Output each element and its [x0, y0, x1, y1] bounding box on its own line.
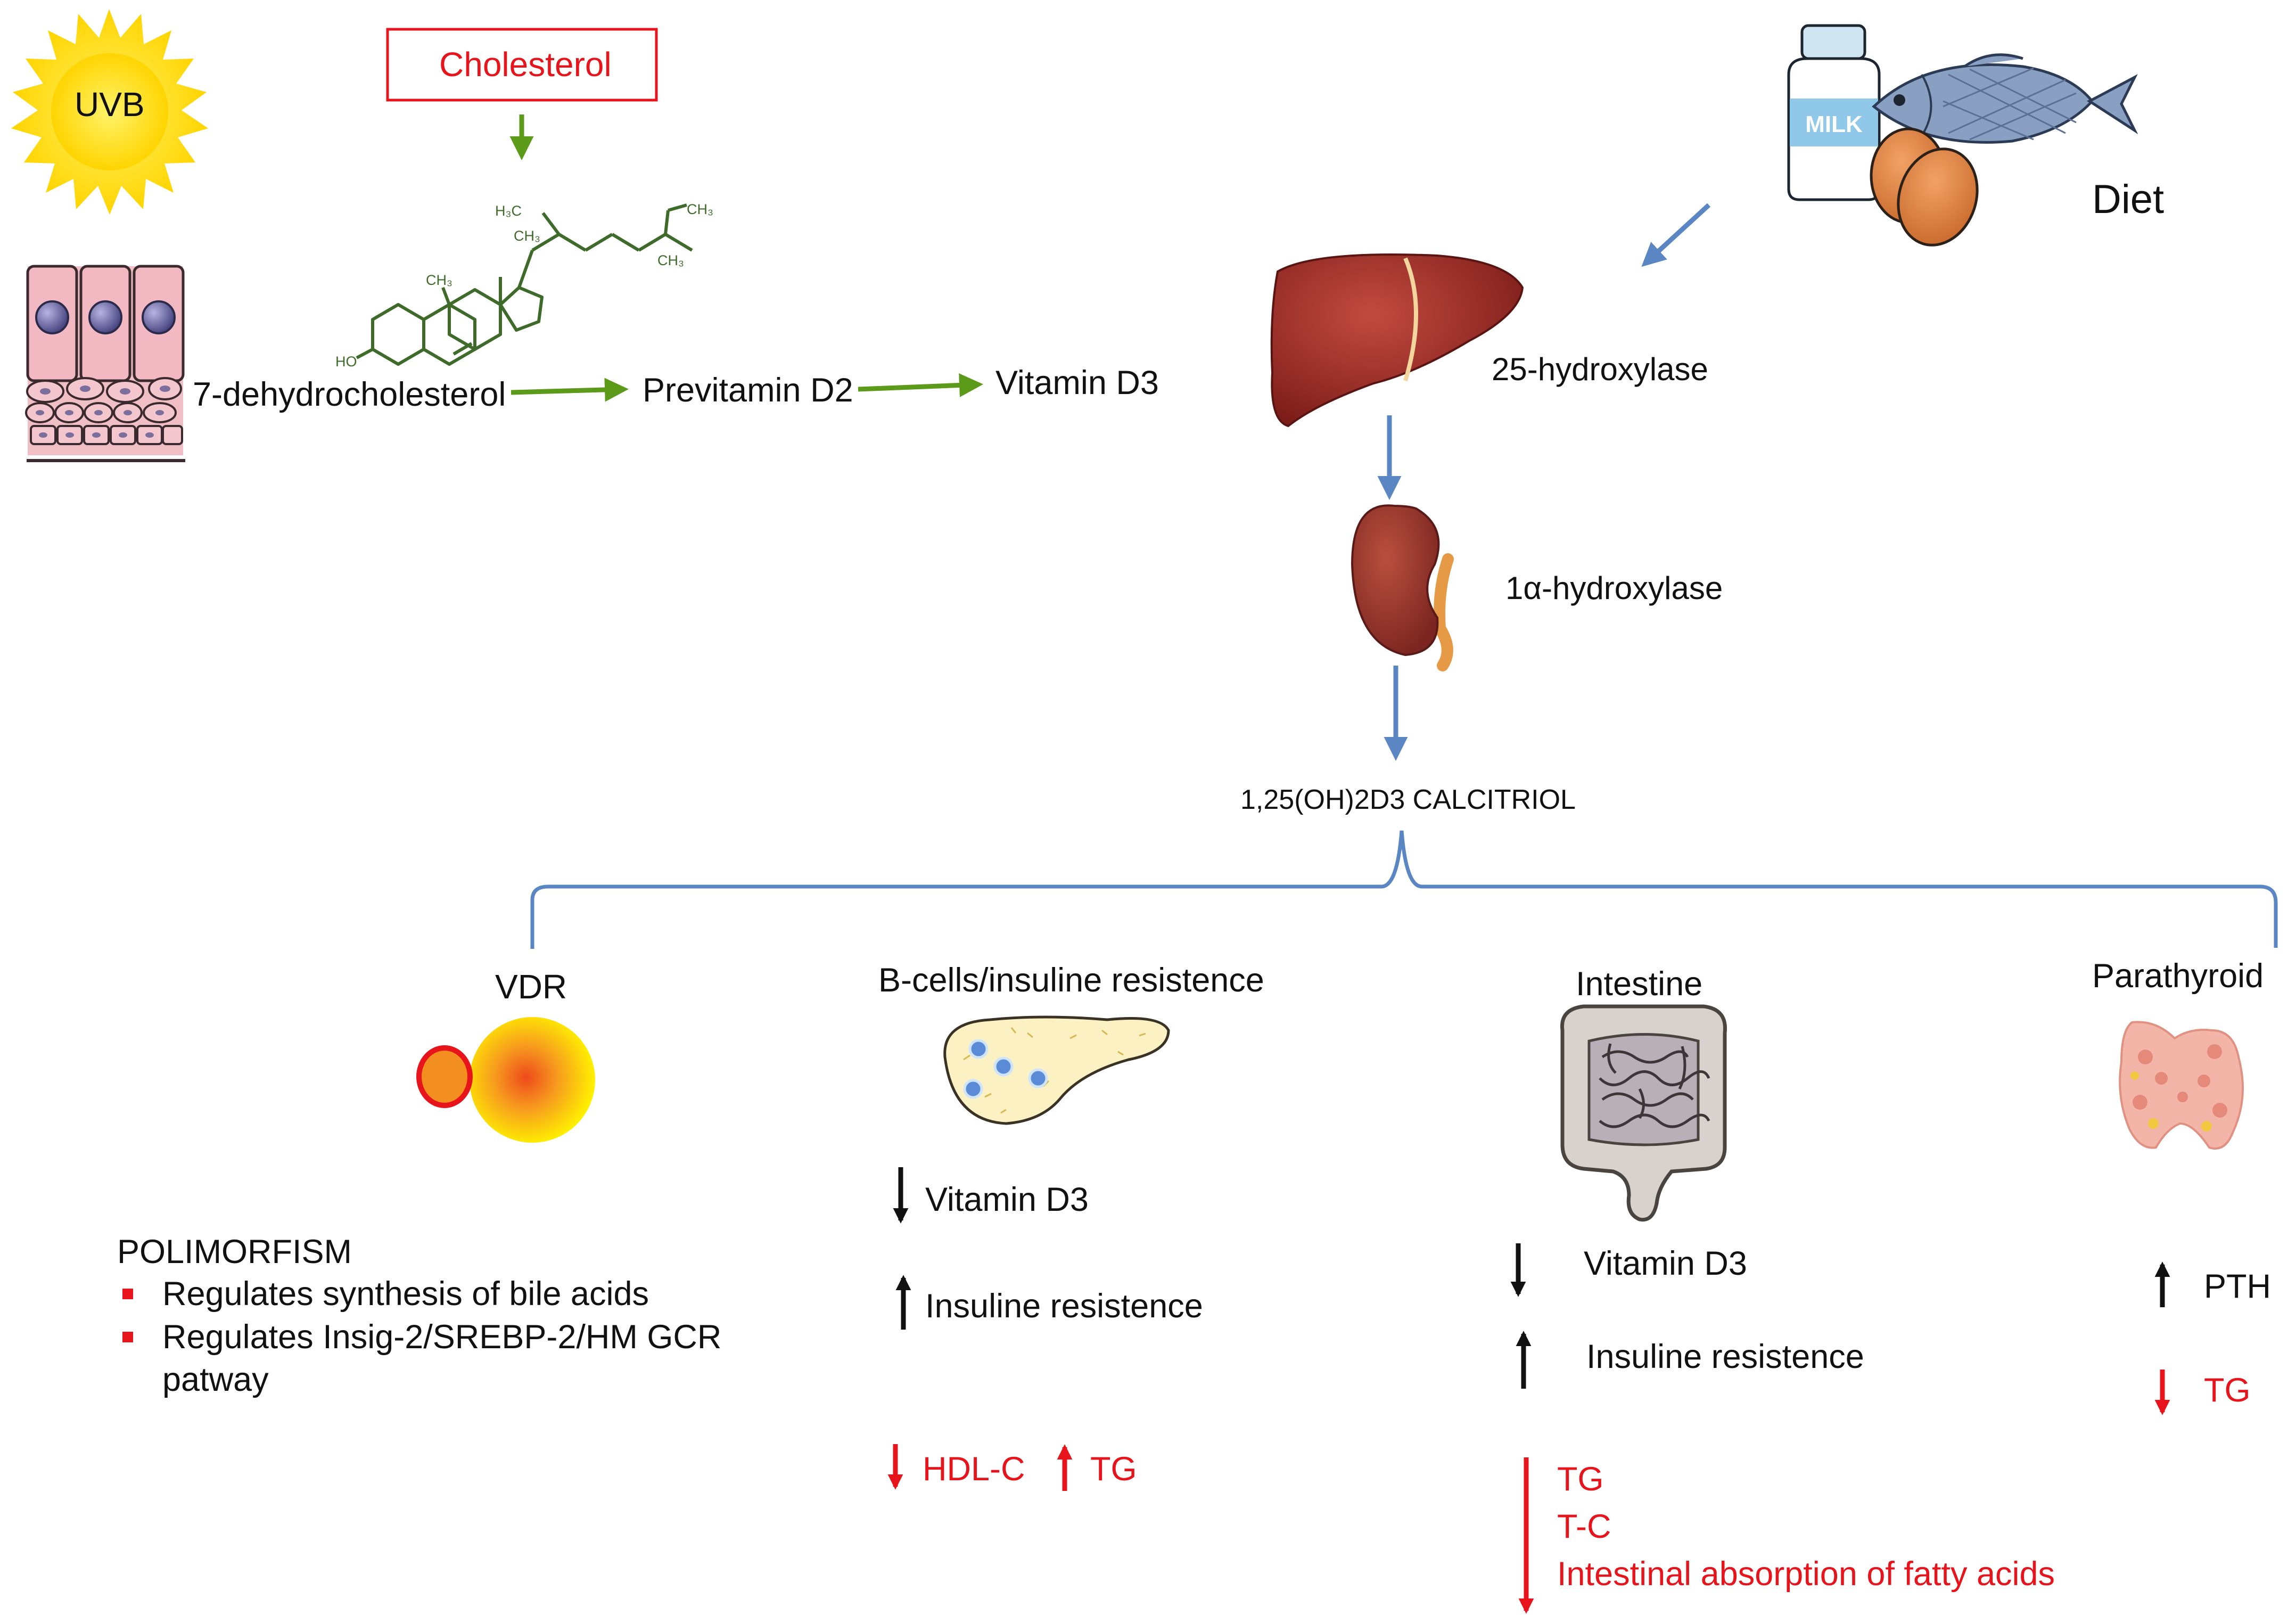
previtamin-d2-label: Previtamin D2 [643, 372, 853, 409]
intestine-tc-label: T-C [1557, 1508, 1611, 1545]
intestine-fatty-acids-label: Intestinal absorption of fatty acids [1557, 1555, 2055, 1593]
milk-bottle-icon [1787, 24, 1881, 201]
svg-text:CH₃: CH₃ [426, 272, 452, 288]
parathyroid-icon [2119, 1021, 2244, 1150]
kidney-enzyme-label: 1α-hydroxylase [1505, 570, 1723, 606]
bcells-title: B-cells/insuline resistence [878, 962, 1264, 999]
liver-enzyme-label: 25-hydroxylase [1492, 351, 1708, 387]
intestine-insuline-label: Insuline resistence [1586, 1338, 1864, 1375]
diet-arrow [1641, 203, 1711, 267]
vdr-bullet-2: Regulates Insig-2/SREBP-2/HM GCR patway [117, 1316, 748, 1401]
7-dehydrocholesterol-structure-icon [356, 203, 693, 366]
kidney-icon [1351, 504, 1454, 671]
pathway-arrow-1 [511, 378, 629, 402]
cholesterol-label: Cholesterol [439, 45, 612, 84]
intestine-icon [1560, 1004, 1727, 1222]
cholesterol-box [386, 28, 658, 102]
updown-arrows [887, 1167, 2170, 1614]
polimorfism-heading: POLIMORFISM [117, 1233, 352, 1270]
branch-brace [530, 830, 2278, 949]
pathway-arrow-2 [858, 373, 983, 397]
vdr-bullet-list: Regulates synthesis of bile acids Regula… [117, 1273, 756, 1401]
liver-icon [1270, 253, 1524, 428]
milk-label: MILK [1805, 111, 1863, 137]
bcells-tg-label: TG [1090, 1450, 1137, 1488]
skin-cells-icon [25, 265, 185, 462]
uvb-sun-icon [11, 9, 208, 215]
parathyroid-pth-label: PTH [2204, 1268, 2271, 1305]
vdr-receptor-icon [416, 1017, 595, 1143]
svg-text:CH₃: CH₃ [687, 201, 713, 217]
molecule-labels: H₃C CH₃ CH₃ CH₃ CH₃ HO [335, 201, 713, 370]
eggs-icon [1870, 127, 1979, 247]
vdr-title: VDR [495, 968, 567, 1006]
parathyroid-title: Parathyroid [2092, 957, 2264, 995]
diet-label: Diet [2092, 177, 2165, 222]
bcells-insuline-label: Insuline resistence [925, 1288, 1203, 1325]
parathyroid-tg-label: TG [2204, 1372, 2251, 1409]
bcells-vitamin-d3-label: Vitamin D3 [925, 1181, 1089, 1218]
intestine-tg-label: TG [1557, 1461, 1604, 1498]
vdr-bullet-1: Regulates synthesis of bile acids [117, 1273, 756, 1316]
svg-text:H₃C: H₃C [495, 203, 522, 219]
fish-icon [1872, 53, 2138, 144]
svg-text:CH₃: CH₃ [657, 252, 684, 268]
calcitriol-label: 1,25(OH)2D3 CALCITRIOL [1240, 784, 1576, 815]
uvb-label: UVB [75, 85, 145, 124]
svg-text:HO: HO [335, 354, 357, 370]
pancreas-icon [943, 1015, 1170, 1125]
svg-text:CH₃: CH₃ [514, 228, 540, 244]
bcells-hdl-label: HDL-C [923, 1450, 1025, 1488]
intestine-vitamin-d3-label: Vitamin D3 [1584, 1245, 1747, 1282]
seven-dehydrocholesterol-label: 7-dehydrocholesterol [193, 376, 506, 413]
intestine-title: Intestine [1576, 965, 1703, 1003]
vitamin-d3-label: Vitamin D3 [995, 364, 1159, 401]
